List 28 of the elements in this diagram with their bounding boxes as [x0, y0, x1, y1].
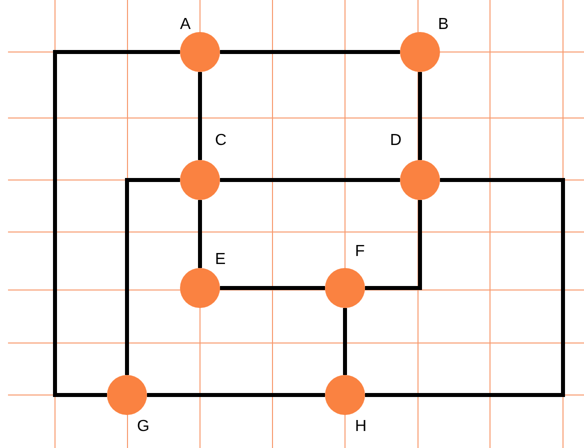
edge-line [198, 200, 202, 268]
circle-node [325, 375, 365, 415]
edge-line [220, 286, 325, 290]
edge-line [365, 200, 422, 290]
node-label: C [215, 132, 227, 150]
circle-node [400, 32, 440, 72]
edge-line [220, 50, 400, 54]
node-label: H [355, 418, 367, 436]
circle-node [180, 160, 220, 200]
circle-node [107, 375, 147, 415]
node-label: G [137, 418, 150, 436]
edge-line [220, 178, 400, 182]
edge-line [343, 308, 347, 375]
edge-line [418, 72, 422, 160]
circle-node [180, 268, 220, 308]
node-label: A [180, 16, 191, 34]
node-label: B [438, 16, 449, 34]
edge-line [125, 178, 180, 375]
circle-node [180, 32, 220, 72]
edge-line [198, 72, 202, 160]
node-label: E [215, 251, 226, 269]
edge-line [147, 393, 325, 397]
edge-line [365, 178, 565, 397]
node-label: D [390, 132, 402, 150]
edge-line [53, 50, 180, 397]
circle-node [325, 268, 365, 308]
circle-node [400, 160, 440, 200]
node-label: F [355, 243, 365, 261]
